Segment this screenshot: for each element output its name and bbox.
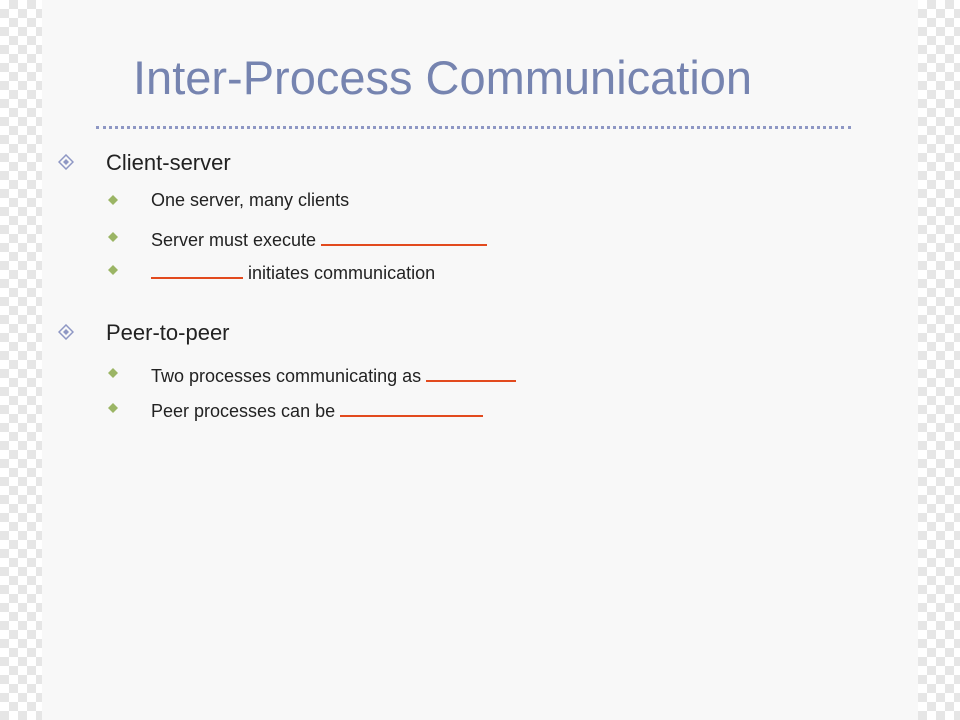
sub-bullet-content: initiates communication	[151, 263, 435, 283]
diamond-icon	[108, 232, 118, 242]
diamond-outline-icon	[58, 154, 74, 170]
fill-in-blank	[426, 362, 517, 382]
sub-bullet-text: Two processes communicating as	[151, 366, 422, 386]
diamond-icon	[108, 265, 118, 275]
bullet-text: Peer-to-peer	[106, 320, 230, 345]
sub-bullet-text: One server, many clients	[151, 190, 350, 210]
checkered-border-left	[0, 0, 42, 720]
sub-bullet: Server must execute	[108, 226, 488, 251]
sub-bullet-content: Server must execute	[151, 230, 488, 250]
sub-bullet: Peer processes can be	[108, 397, 484, 422]
sub-bullet-text: Peer processes can be	[151, 401, 336, 421]
fill-in-blank	[321, 226, 488, 246]
checkered-border-right	[918, 0, 960, 720]
bullet-client-server: Client-server	[58, 150, 231, 176]
bullet-text: Client-server	[106, 150, 231, 175]
sub-bullet: initiates communication	[108, 259, 435, 284]
fill-in-blank	[151, 259, 243, 279]
sub-bullet: One server, many clients	[108, 189, 349, 211]
slide-title: Inter-Process Communication	[133, 51, 753, 104]
sub-bullet-text: Server must execute	[151, 230, 317, 250]
sub-bullet: Two processes communicating as	[108, 362, 517, 387]
diamond-icon	[108, 368, 118, 378]
title-divider	[96, 126, 851, 129]
fill-in-blank	[340, 397, 484, 417]
sub-bullet-content: Peer processes can be	[151, 401, 484, 421]
sub-bullet-content: Two processes communicating as	[151, 366, 517, 386]
diamond-outline-icon	[58, 324, 74, 340]
sub-bullet-text: initiates communication	[248, 263, 436, 283]
diamond-icon	[108, 403, 118, 413]
diamond-icon	[108, 195, 118, 205]
bullet-peer-to-peer: Peer-to-peer	[58, 320, 230, 346]
